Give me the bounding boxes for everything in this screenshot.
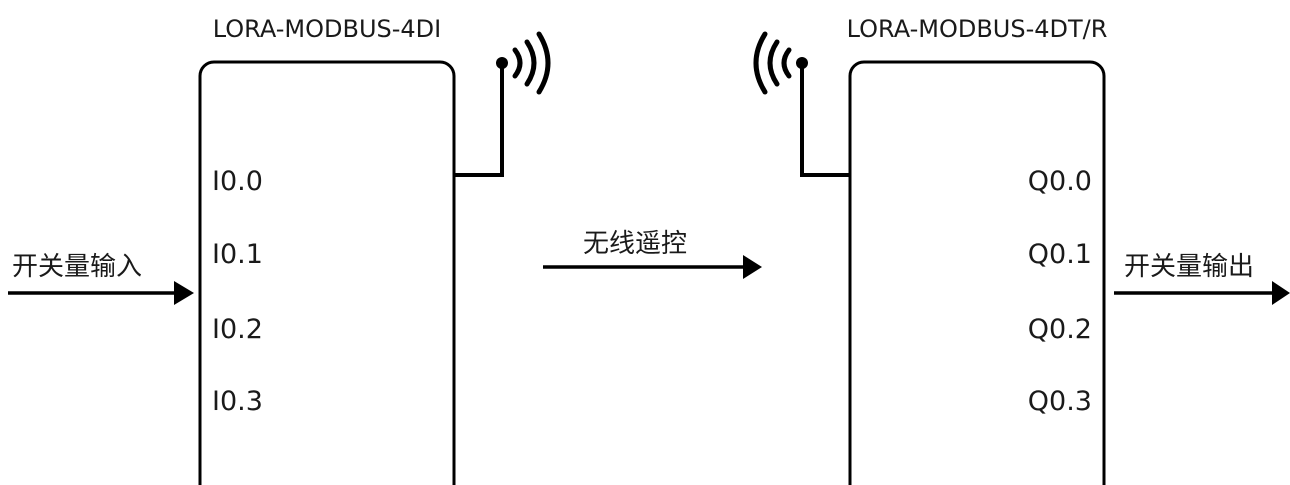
right-antenna-wire	[800, 64, 850, 177]
left-port-3: I0.3	[212, 386, 263, 417]
right-module: LORA-MODBUS-4DT/R Q0.0 Q0.1 Q0.2 Q0.3	[753, 15, 1108, 485]
wireless-arrow: 无线遥控	[543, 229, 762, 279]
left-port-0: I0.0	[212, 166, 263, 197]
left-module-box	[198, 60, 456, 485]
right-module-box	[848, 60, 1106, 485]
right-port-2: Q0.2	[1028, 314, 1092, 345]
antenna-signal-icon	[753, 31, 808, 95]
wireless-label: 无线遥控	[583, 229, 687, 259]
right-port-1: Q0.1	[1028, 239, 1092, 270]
right-module-title: LORA-MODBUS-4DT/R	[847, 15, 1108, 43]
left-port-2: I0.2	[212, 314, 263, 345]
right-port-3: Q0.3	[1028, 386, 1092, 417]
left-module-title: LORA-MODBUS-4DI	[213, 15, 442, 43]
antenna-signal-icon	[496, 31, 551, 95]
left-module: LORA-MODBUS-4DI I0.0 I0.1 I0.2 I0.3	[198, 15, 551, 485]
output-label: 开关量输出	[1124, 252, 1254, 282]
input-label: 开关量输入	[12, 252, 142, 282]
left-antenna-wire	[454, 64, 504, 177]
right-port-0: Q0.0	[1028, 166, 1092, 197]
left-port-1: I0.1	[212, 239, 263, 270]
input-arrow: 开关量输入	[8, 252, 194, 305]
output-arrow: 开关量输出	[1114, 252, 1290, 305]
